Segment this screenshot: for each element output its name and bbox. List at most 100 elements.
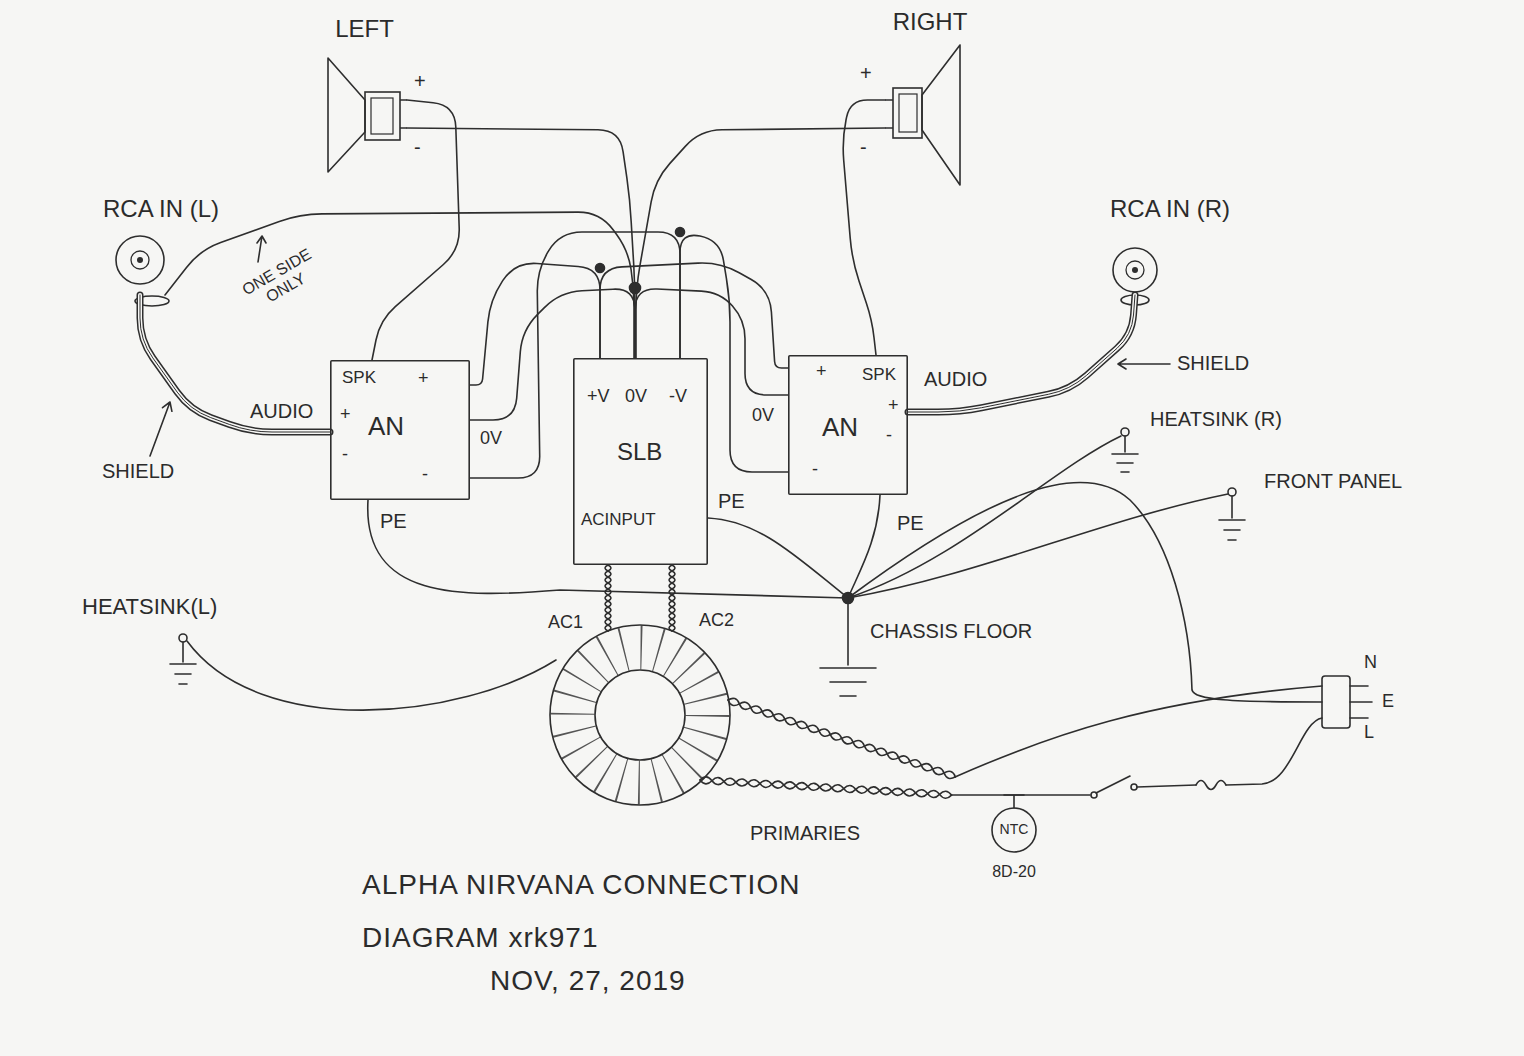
switch-contact [1131, 784, 1137, 790]
pin-label: 0V [625, 386, 647, 407]
ac-wire [605, 565, 611, 631]
ground-symbol [170, 634, 196, 684]
rca-jack-pin [1132, 267, 1138, 273]
pe-wire [708, 518, 848, 598]
ground-label: CHASSIS FLOOR [868, 620, 1034, 643]
toroid-winding [573, 648, 708, 783]
ground-symbol [1219, 488, 1245, 540]
wire [372, 100, 459, 360]
speaker-magnet [899, 94, 917, 132]
amp-board: SPK++AN-- [330, 360, 470, 500]
pe-wire [848, 495, 880, 598]
board-outline [789, 356, 907, 494]
pin-label: PE [895, 512, 926, 535]
shielded-cable [908, 295, 1135, 412]
cable-jacket [908, 295, 1135, 412]
ground-label: FRONT PANEL [1262, 470, 1404, 493]
pin-label: ACINPUT [581, 510, 656, 530]
rca-jack-ring [1126, 261, 1144, 279]
ground-symbol [820, 593, 876, 697]
ground-dot [1228, 488, 1236, 496]
pin-label: - [886, 425, 892, 446]
pin-label: SPK [862, 365, 896, 385]
ground-wire [187, 641, 556, 710]
twisted-pair [700, 777, 952, 799]
rca-jack: RCA IN (R) [1105, 195, 1305, 295]
mains-wire [1137, 785, 1196, 787]
wire [470, 289, 635, 420]
terminal-sign: - [858, 136, 869, 159]
wire [843, 100, 885, 355]
ground-symbol [1112, 428, 1138, 472]
twisted-pair [669, 565, 675, 631]
power-supply-board: +V0V-VSLBACINPUT [573, 358, 708, 565]
pin-label: - [812, 459, 818, 480]
ground-wire [848, 436, 1121, 598]
terminal-sign: - [412, 136, 423, 159]
toroid-inner [595, 670, 685, 760]
wire [636, 128, 885, 358]
pin-label: 0V [478, 428, 504, 449]
leader-arrow [1118, 359, 1170, 369]
twisted-pair [727, 697, 957, 780]
junction-dot [676, 228, 685, 237]
mains-wire [955, 686, 1322, 777]
spkR-outline [885, 8, 975, 193]
ground-label: HEATSINK (R) [1148, 408, 1284, 431]
pin-label: + [340, 404, 351, 425]
ground-dot [179, 634, 187, 642]
pin-label: PE [716, 490, 747, 513]
wire [635, 289, 788, 395]
terminal-sign: + [412, 70, 428, 93]
terminal-sign: + [858, 62, 874, 85]
ground-lines [1112, 436, 1138, 472]
cable-core [908, 295, 1135, 412]
wire [600, 263, 788, 368]
signal-label: AUDIO [248, 400, 315, 423]
pin-label: E [1380, 691, 1396, 712]
wire-label: AC1 [546, 612, 585, 633]
pin-label: + [888, 395, 899, 416]
pin-label: PE [378, 510, 409, 533]
speaker-cone [922, 45, 960, 185]
ac-wire [605, 565, 611, 631]
switch-lever [1096, 776, 1130, 793]
pin-label: N [1362, 652, 1379, 673]
primary-wire [727, 697, 957, 780]
pin-label: - [422, 464, 428, 485]
primary-wire [700, 777, 952, 799]
pin-label: -V [669, 386, 687, 407]
board-outline [331, 361, 469, 499]
board-outline [574, 359, 707, 564]
pin-label: L [1362, 722, 1376, 743]
board-name: SLB [617, 438, 662, 466]
ground-label: HEATSINK(L) [80, 594, 219, 619]
speaker: RIGHT [885, 8, 975, 193]
wire [165, 212, 634, 358]
speaker-label: RIGHT [893, 8, 968, 36]
cable-jacket [140, 295, 330, 432]
twisted-pair [605, 565, 611, 631]
callout-label: SHIELD [1175, 352, 1251, 375]
pin-label: + [418, 368, 429, 389]
wire [680, 235, 788, 472]
pin-label: + [816, 361, 827, 382]
ground-lines [170, 642, 196, 684]
ntc-thermistor: NTC8D-20 [975, 805, 1053, 897]
speaker-cone [328, 58, 365, 172]
diagram-title: ALPHA NIRVANA CONNECTION DIAGRAM xrk971 [362, 858, 882, 964]
leader-arrow [257, 236, 266, 262]
ntc-lead [1004, 795, 1024, 808]
wire-label: PRIMARIES [748, 822, 862, 845]
earth-wire [848, 482, 1322, 702]
ground-wire [848, 494, 1228, 598]
part-value: 8D-20 [992, 863, 1036, 881]
speaker: LEFT [322, 15, 407, 175]
callout-label: SHIELD [100, 460, 176, 483]
note: ONE SIDE ONLY [229, 240, 333, 321]
speaker-magnet [371, 98, 393, 134]
speaker-magnet [893, 88, 922, 138]
rca-jack-ring [131, 251, 149, 269]
signal-label: AUDIO [922, 368, 989, 391]
